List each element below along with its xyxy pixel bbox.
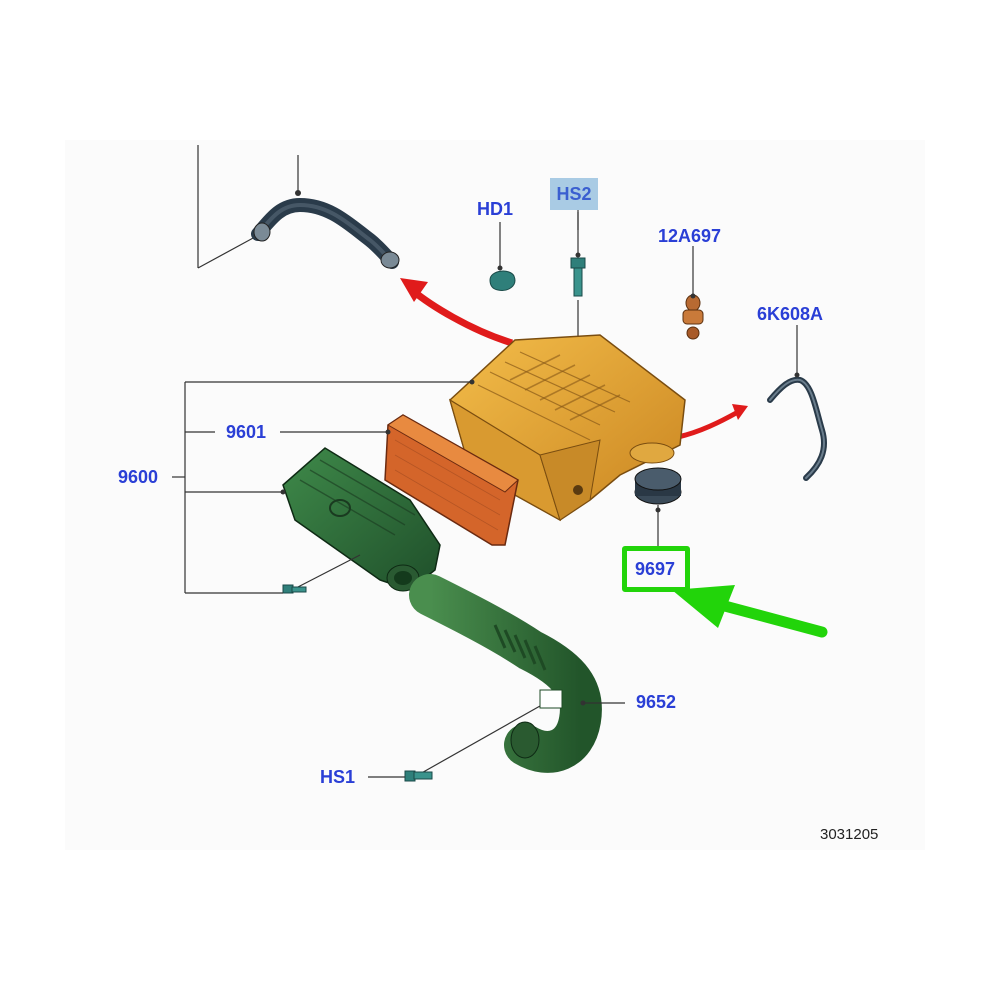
green-callout-arrow-icon [672,585,828,638]
label-hs1: HS1 [320,767,356,787]
label-9697: 9697 [622,546,691,592]
bolt-icon [282,554,361,594]
valve-12a697 [682,258,704,340]
hose-6k608a [767,336,827,481]
label-9652: 9652 [636,692,677,712]
document-number: 3031205 [820,826,879,843]
leader-lines [172,210,798,778]
inset-leaders [197,145,299,269]
bolt-icon [404,705,541,782]
label-9601: 9601 [226,422,267,442]
filter-cover [280,447,441,592]
clip-icon [489,233,516,291]
filter-element-9601 [384,414,519,546]
label-hs2: HS2 [550,178,598,210]
breather-hose-upper [251,190,400,269]
red-arrow-icon [677,404,748,440]
red-arrow-icon [400,278,514,347]
label-9600: 9600 [118,467,159,487]
intake-hose-9652 [409,574,602,773]
label-6k608a: 6K608A [757,304,824,324]
grommet-icon [634,467,682,548]
label-hd1: HD1 [477,199,514,219]
label-12a697: 12A697 [658,226,722,246]
